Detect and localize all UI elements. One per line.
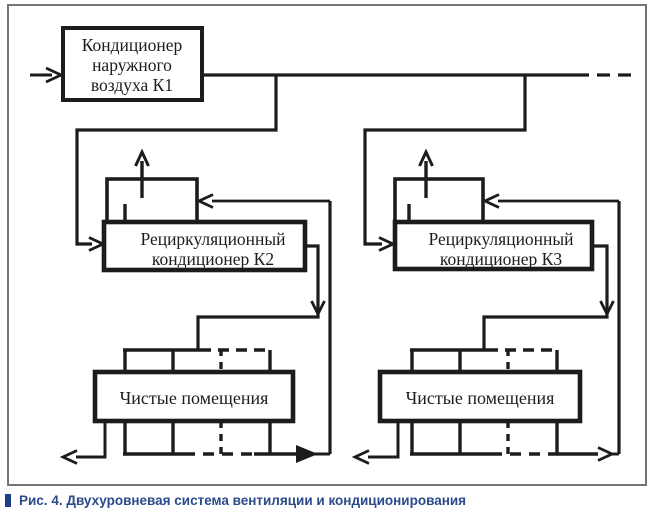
- caption-marker-icon: [5, 494, 11, 507]
- figure-caption: Рис. 4. Двухуровневая система вентиляции…: [5, 493, 466, 508]
- clean-rooms-k2-label: Чистые помещения: [120, 388, 269, 408]
- k3-exhaust-up-arrow-icon: [418, 148, 434, 167]
- k2-return-filled-arrow-icon: [296, 445, 318, 463]
- k3-supply-down-arrow-icon: [599, 300, 615, 318]
- outdoor-unit-k1-box: [61, 26, 204, 102]
- k3-return-arrow-icon: [481, 193, 500, 209]
- clean-rooms-k3-box: [377, 369, 583, 424]
- k1-label-line1: Кондиционер: [82, 35, 183, 55]
- k1-label-line3: воздуха К1: [91, 75, 173, 95]
- k3-exhaust-duct: [368, 421, 400, 459]
- k2-exhaust-duct: [76, 421, 107, 459]
- k3-label-line1: Рециркуляционный: [428, 229, 573, 249]
- k2-return-arrow-icon: [195, 193, 214, 209]
- k2-supply-down-arrow-icon: [310, 300, 326, 318]
- k2-label-line1: Рециркуляционный: [140, 229, 285, 249]
- clean-rooms-k2-box: [92, 369, 296, 424]
- recirc-unit-k2-box: [101, 219, 308, 273]
- k2-exhaust-up-arrow-icon: [134, 148, 150, 167]
- caption-text: Рис. 4. Двухуровневая система вентиляции…: [19, 493, 467, 508]
- k3-exhaust-arrow-icon: [351, 449, 370, 465]
- mixing-box-k2: [105, 177, 199, 224]
- k3-label-line2: кондиционер К3: [440, 249, 562, 269]
- k2-exhaust-arrow-icon: [59, 449, 78, 465]
- k2-label-line2: кондиционер К2: [152, 249, 274, 269]
- supply-branch-k3: [363, 75, 527, 246]
- clean-rooms-k3-label: Чистые помещения: [406, 388, 555, 408]
- k1-label-line2: наружного: [92, 55, 172, 75]
- supply-branch-k2: [75, 75, 278, 246]
- ventilation-diagram: Кондиционер наружного воздуха К1 Рецирку…: [7, 4, 647, 486]
